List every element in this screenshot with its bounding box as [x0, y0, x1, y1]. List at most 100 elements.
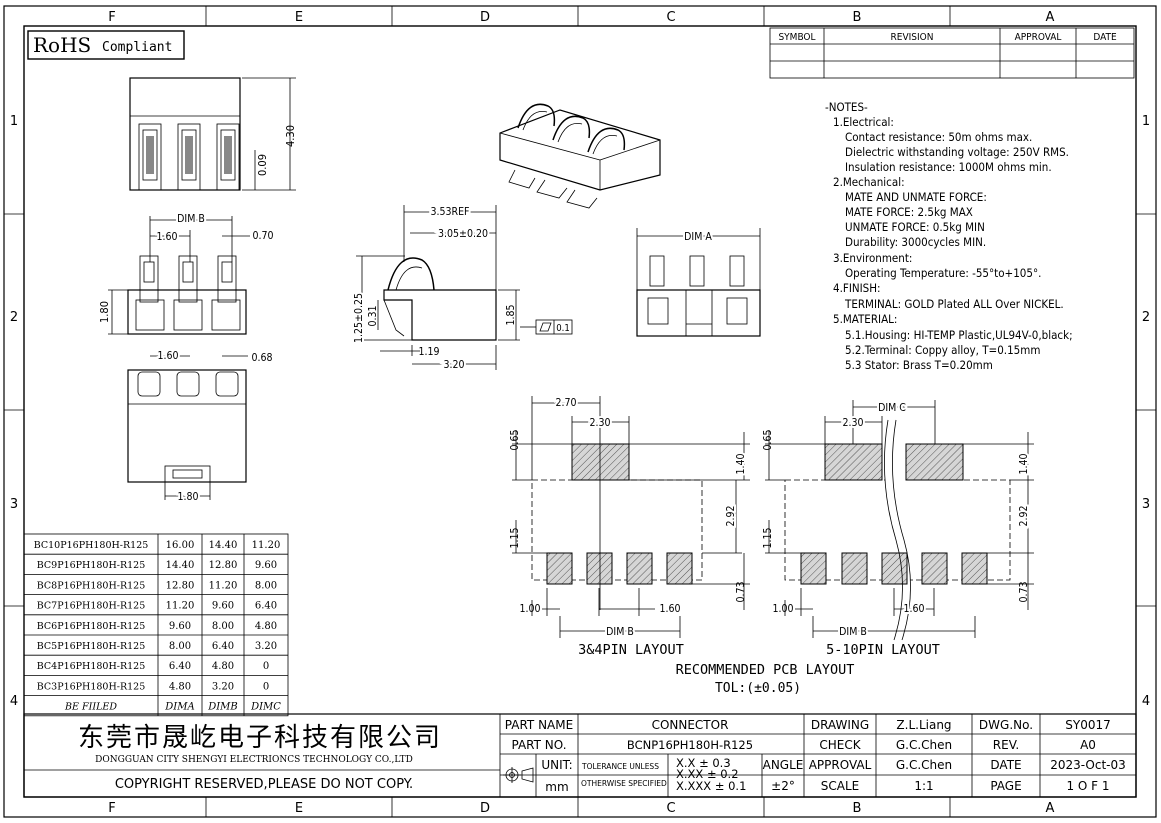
- table-cell: 14.40: [166, 560, 195, 571]
- contact-slot: [216, 123, 240, 191]
- title-block: 东莞市晟屹电子科技有限公司 DONGGUAN CITY SHENGYI ELEC…: [23, 713, 1137, 798]
- tolerance-value: X.X ± 0.3: [676, 756, 731, 770]
- projection-symbol-icon: [503, 767, 534, 783]
- table-cell: 6.40: [212, 641, 234, 652]
- zone-number: 4: [10, 694, 18, 709]
- dwg-no-label: DWG.No.: [979, 718, 1033, 732]
- dim-label: 2.30: [589, 417, 610, 429]
- pcb-pad: [921, 552, 948, 585]
- dim-label: 3.05±0.20: [438, 228, 488, 240]
- page-label: PAGE: [990, 779, 1021, 793]
- layout-title: 3&4PIN LAYOUT: [578, 642, 684, 658]
- dim-label: 1.00: [772, 603, 793, 615]
- rev-header: DATE: [1093, 32, 1117, 43]
- tolerance-label: TOLERANCE UNLESS: [581, 762, 659, 771]
- note-line: 4.FINISH:: [833, 281, 881, 295]
- dim-label: 0.73: [735, 581, 747, 602]
- date-value: 2023-Oct-03: [1050, 758, 1126, 772]
- pcb-pad: [824, 443, 883, 481]
- zone-letter: D: [480, 801, 490, 816]
- page-value: 1 O F 1: [1066, 779, 1109, 793]
- pcb-pad: [571, 443, 630, 481]
- note-line: 1.Electrical:: [833, 115, 894, 129]
- note-line: Operating Temperature: -55°to+105°.: [845, 266, 1041, 280]
- zone-letter: D: [480, 10, 490, 25]
- rev-header: SYMBOL: [778, 32, 815, 43]
- dim-label: 0.65: [509, 429, 521, 450]
- table-cell: 6.40: [255, 601, 277, 612]
- rev-value: A0: [1080, 738, 1096, 752]
- dim-label: 0.65: [762, 429, 774, 450]
- check-value: G.C.Chen: [896, 738, 952, 752]
- dim-label: 1.80: [98, 301, 111, 323]
- note-line: Durability: 3000cycles MIN.: [845, 235, 986, 249]
- dim-label: 0.31: [367, 305, 379, 326]
- table-cell: 4.80: [212, 661, 234, 672]
- tolerance-value: X.XX ± 0.2: [676, 767, 739, 781]
- pcb-pad: [961, 552, 988, 585]
- note-line: 5.2.Terminal: Coppy alloy, T=0.15mm: [845, 343, 1040, 357]
- note-line: MATE FORCE: 2.5kg MAX: [845, 205, 973, 219]
- note-line: 5.1.Housing: HI-TEMP Plastic,UL94V-0,bla…: [845, 328, 1073, 342]
- table-footer-cell: BE FIILED: [64, 702, 117, 713]
- angle-label: ANGLE: [763, 758, 804, 772]
- dim-label: 3.20: [443, 359, 464, 371]
- compliant-text: Compliant: [102, 40, 172, 55]
- approval-label: APPROVAL: [809, 758, 872, 772]
- contact-slot: [177, 123, 201, 191]
- table-cell: 0: [263, 681, 269, 692]
- table-cell: BC6P16PH180H-R125: [37, 621, 146, 632]
- table-cell: 0: [263, 661, 269, 672]
- zone-number: 1: [10, 114, 18, 129]
- note-line: 5.MATERIAL:: [833, 312, 897, 326]
- zone-letter: E: [295, 10, 303, 25]
- table-cell: 8.00: [255, 580, 277, 591]
- zone-number: 1: [1142, 114, 1150, 129]
- pcb-pad: [666, 552, 693, 585]
- zone-letter: B: [853, 801, 862, 816]
- note-line: Insulation resistance: 1000M ohms min.: [845, 160, 1052, 174]
- unit-value: mm: [545, 780, 568, 794]
- table-cell: 11.20: [166, 601, 195, 612]
- tolerance-label: OTHERWISE SPECIFIED: [581, 779, 667, 788]
- rohs-text: RoHS: [33, 33, 91, 57]
- table-cell: 9.60: [255, 560, 277, 571]
- dim-label: 1.19: [418, 346, 439, 358]
- notes-block: -NOTES- 1.Electrical: Contact resistance…: [825, 100, 1073, 372]
- drawing-value: Z.L.Liang: [896, 718, 951, 732]
- scale-label: SCALE: [821, 779, 859, 793]
- table-cell: BC3P16PH180H-R125: [37, 681, 146, 692]
- note-line: TERMINAL: GOLD Plated ALL Over NICKEL.: [844, 297, 1064, 311]
- pcb-pad: [800, 552, 827, 585]
- zone-letters-top: F E D C B A: [108, 10, 1054, 25]
- table-cell: 6.40: [169, 661, 191, 672]
- angle-value: ±2°: [771, 779, 795, 793]
- pcb-layout-3-4pin: 2.70 2.30 0.65 1.40 2.92 1.15 0.73 1.00: [509, 395, 750, 658]
- dim-label: DIM B: [839, 626, 867, 638]
- dwg-no-value: SY0017: [1065, 718, 1111, 732]
- front-view-top: 4.30 0.09: [129, 77, 297, 191]
- company-name-en: DONGGUAN CITY SHENGYI ELECTRIONCS TECHNO…: [95, 755, 413, 765]
- dim-label: 2.30: [842, 417, 863, 429]
- dim-label: 2.70: [555, 397, 576, 409]
- pcb-pad: [626, 552, 653, 585]
- note-line: Contact resistance: 50m ohms max.: [845, 130, 1032, 144]
- dim-label: 1.60: [659, 603, 680, 615]
- table-cell: 8.00: [169, 641, 191, 652]
- zone-number: 3: [10, 497, 18, 512]
- pcb-pad: [586, 552, 613, 585]
- approval-value: G.C.Chen: [896, 758, 952, 772]
- dim-label: 1.60: [156, 231, 177, 243]
- zone-numbers: 1 2 3 4 1 2 3 4: [10, 114, 1150, 709]
- dim-label: 1.40: [1018, 453, 1030, 474]
- table-footer-cell: DIMB: [207, 702, 238, 713]
- zone-letter: F: [108, 10, 115, 25]
- rohs-logo: RoHS Compliant: [27, 30, 185, 60]
- table-cell: 11.20: [252, 540, 281, 551]
- zone-number: 2: [1142, 310, 1150, 325]
- note-line: MATE AND UNMATE FORCE:: [845, 190, 987, 204]
- pcb-caption: RECOMMENDED PCB LAYOUT: [676, 662, 855, 678]
- table-footer-cell: DIMA: [164, 702, 194, 713]
- dim-label: DIM B: [606, 626, 634, 638]
- table-cell: 4.80: [169, 681, 191, 692]
